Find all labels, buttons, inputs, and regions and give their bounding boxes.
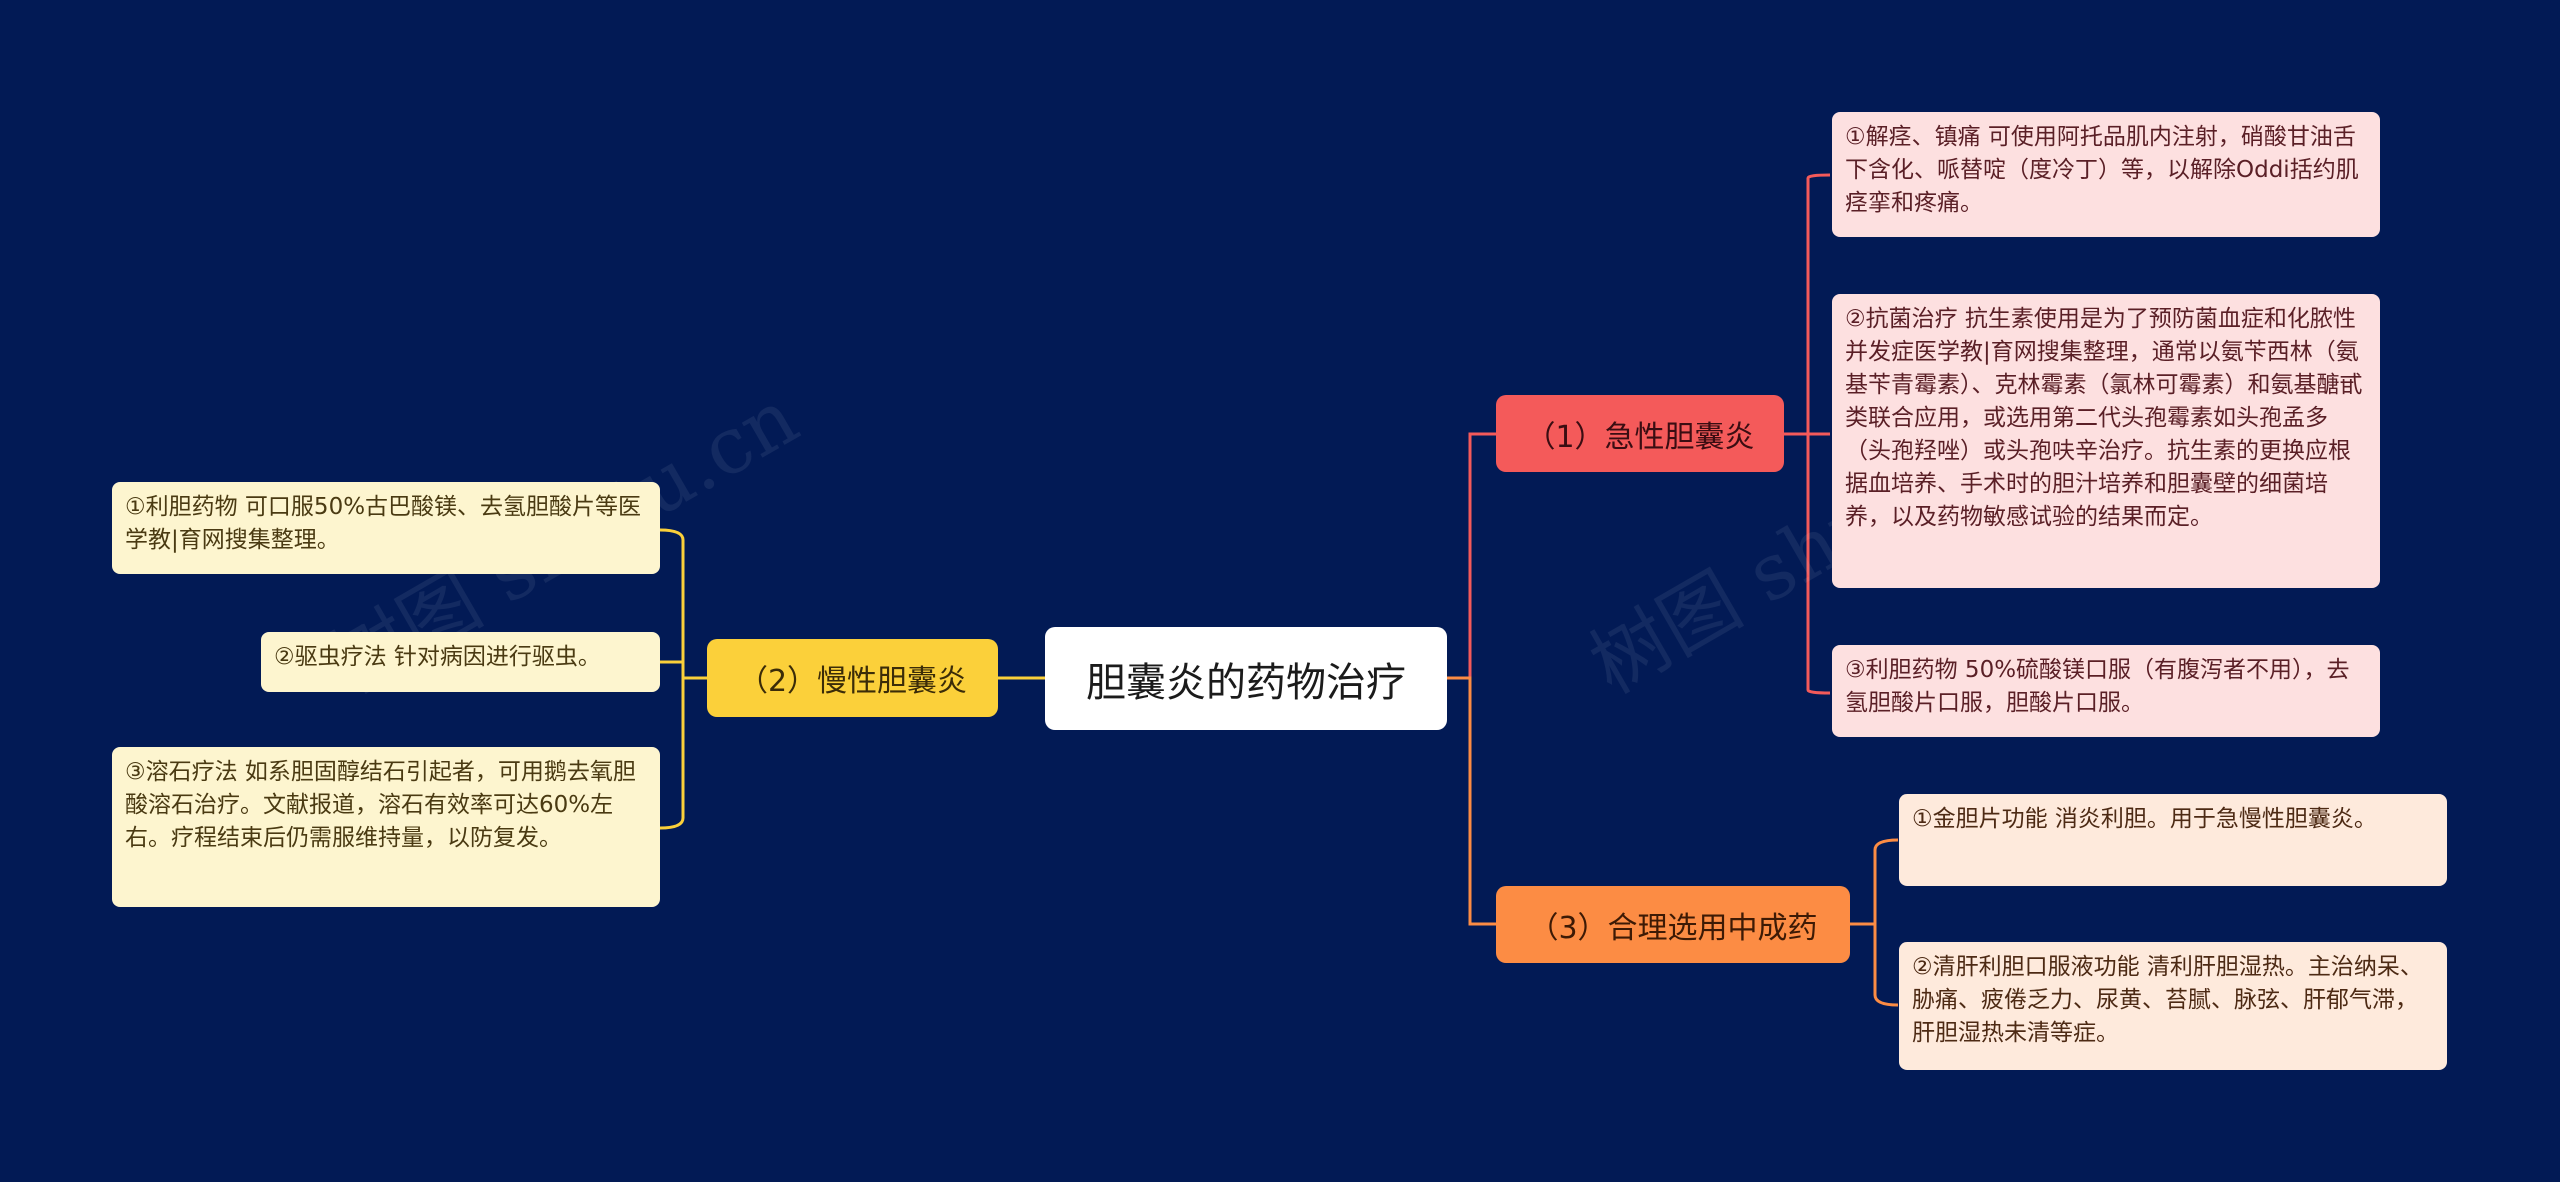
leaf-acute-choleretic[interactable]: ③利胆药物 50%硫酸镁口服（有腹泻者不用），去氢胆酸片口服，胆酸片口服。: [1832, 645, 2380, 737]
branch-chinese-patent-medicine[interactable]: （3）合理选用中成药: [1496, 886, 1850, 963]
leaf-acute-antispasmodic[interactable]: ①解痉、镇痛 可使用阿托品肌内注射，硝酸甘油舌下含化、哌替啶（度冷丁）等，以解除…: [1832, 112, 2380, 237]
leaf-chronic-litholysis[interactable]: ③溶石疗法 如系胆固醇结石引起者，可用鹅去氧胆酸溶石治疗。文献报道，溶石有效率可…: [112, 747, 660, 907]
branch-acute-cholecystitis[interactable]: （1）急性胆囊炎: [1496, 395, 1784, 472]
leaf-acute-antibiotic[interactable]: ②抗菌治疗 抗生素使用是为了预防菌血症和化脓性并发症医学教|育网搜集整理，通常以…: [1832, 294, 2380, 588]
leaf-tcm-qinggan-lidan[interactable]: ②清肝利胆口服液功能 清利肝胆湿热。主治纳呆、胁痛、疲倦乏力、尿黄、苔腻、脉弦、…: [1899, 942, 2447, 1070]
leaf-tcm-jindan-tablet[interactable]: ①金胆片功能 消炎利胆。用于急慢性胆囊炎。: [1899, 794, 2447, 886]
root-topic[interactable]: 胆囊炎的药物治疗: [1045, 627, 1447, 730]
branch-chronic-cholecystitis[interactable]: （2）慢性胆囊炎: [707, 639, 998, 717]
leaf-chronic-choleretic[interactable]: ①利胆药物 可口服50%古巴酸镁、去氢胆酸片等医学教|育网搜集整理。: [112, 482, 660, 574]
leaf-chronic-deworming[interactable]: ②驱虫疗法 针对病因进行驱虫。: [261, 632, 660, 692]
